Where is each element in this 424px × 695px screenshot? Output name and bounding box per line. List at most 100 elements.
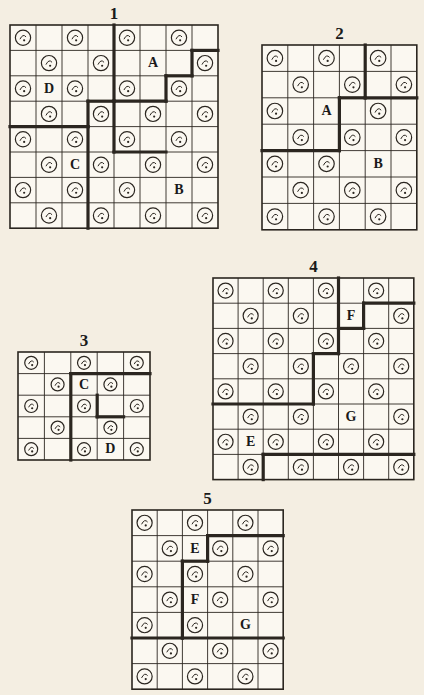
- grid-line: [262, 177, 417, 178]
- cherry-symbol: [93, 55, 108, 70]
- cherry-symbol: [268, 333, 283, 348]
- cherry-symbol: [344, 459, 359, 474]
- grid-line: [391, 45, 392, 230]
- cherry-symbol: [41, 157, 56, 172]
- cherry-symbol: [370, 209, 385, 224]
- cherry-symbol: [345, 77, 360, 92]
- grid-line: [123, 352, 124, 460]
- cell-letter: B: [169, 180, 189, 199]
- cherry-symbol: [51, 378, 64, 391]
- cherry-symbol: [25, 400, 38, 413]
- cherry-symbol: [318, 434, 333, 449]
- grid-border: [132, 510, 283, 689]
- cherry-symbol: [171, 30, 186, 45]
- grid-line: [182, 510, 183, 689]
- cherry-symbol: [268, 283, 283, 298]
- grid-line: [18, 395, 150, 396]
- cherry-symbol: [218, 384, 233, 399]
- grid-line: [18, 438, 150, 439]
- grid-line: [213, 303, 414, 304]
- cherry-symbol: [41, 106, 56, 121]
- cherry-symbol: [238, 669, 253, 684]
- cell-letter: C: [74, 377, 94, 393]
- cut-line: [97, 415, 123, 418]
- cherry-symbol: [394, 459, 409, 474]
- cherry-symbol: [162, 592, 177, 607]
- cut-line: [96, 395, 99, 417]
- cherry-symbol: [119, 182, 134, 197]
- grid-line: [213, 404, 414, 405]
- cherry-symbol: [137, 566, 152, 581]
- cherry-symbol: [197, 106, 212, 121]
- cherry-symbol: [344, 359, 359, 374]
- cherry-symbol: [293, 130, 308, 145]
- cell-letter: F: [342, 306, 361, 325]
- cut-line: [190, 50, 193, 75]
- cherry-symbol: [293, 182, 308, 197]
- cherry-symbol: [67, 30, 82, 45]
- cut-line: [69, 374, 72, 460]
- cut-line: [166, 74, 192, 77]
- cut-line: [114, 100, 166, 103]
- grid-line: [132, 561, 283, 562]
- cut-line: [86, 127, 89, 229]
- cherry-symbol: [119, 30, 134, 45]
- grid-border: [18, 352, 150, 460]
- cherry-symbol: [267, 156, 282, 171]
- cut-line: [181, 561, 184, 638]
- cherry-symbol: [145, 208, 160, 223]
- cherry-symbol: [51, 421, 64, 434]
- cut-line: [312, 354, 315, 404]
- puzzle-grid: [132, 510, 283, 689]
- cherry-symbol: [145, 106, 160, 121]
- cherry-symbol: [25, 443, 38, 456]
- cell-letter: D: [39, 79, 59, 98]
- cut-line: [112, 25, 115, 101]
- cut-line: [182, 560, 207, 563]
- cherry-symbol: [187, 566, 202, 581]
- cherry-symbol: [267, 209, 282, 224]
- grid-line: [18, 373, 150, 374]
- cell-letter: A: [143, 53, 163, 72]
- cherry-symbol: [15, 132, 30, 147]
- cherry-symbol: [396, 77, 411, 92]
- grid-line: [114, 25, 115, 228]
- grid-ground: [262, 45, 417, 230]
- cut-line: [365, 96, 417, 99]
- cut-line: [364, 302, 414, 305]
- cherry-symbol: [15, 30, 30, 45]
- cherry-symbol: [243, 359, 258, 374]
- cherry-symbol: [267, 50, 282, 65]
- grid-line: [262, 203, 417, 204]
- cherry-symbol: [238, 515, 253, 530]
- cherry-symbol: [137, 669, 152, 684]
- puzzle-grid: [262, 45, 417, 230]
- grid-line: [18, 416, 150, 417]
- grid-line: [97, 352, 98, 460]
- grid-border: [213, 278, 414, 480]
- cherry-symbol: [67, 182, 82, 197]
- grid-ground: [213, 278, 414, 480]
- figure-number: 4: [309, 258, 318, 275]
- grid-line: [10, 202, 218, 203]
- cherry-symbol: [78, 356, 91, 369]
- cherry-symbol: [93, 106, 108, 121]
- cut-line: [262, 454, 265, 479]
- cherry-symbol: [137, 618, 152, 633]
- cherry-symbol: [25, 356, 38, 369]
- grid-border: [262, 45, 417, 230]
- cherry-symbol: [78, 443, 91, 456]
- cherry-symbol: [162, 643, 177, 658]
- grid-line: [365, 45, 366, 230]
- cherry-symbol: [319, 50, 334, 65]
- cut-line: [164, 76, 167, 101]
- cut-line: [337, 278, 340, 354]
- cut-line: [88, 100, 114, 103]
- figure-number: 5: [203, 490, 212, 507]
- cherry-symbol: [293, 77, 308, 92]
- cell-letter: D: [100, 441, 120, 457]
- cherry-symbol: [293, 308, 308, 323]
- grid-ground: [18, 352, 150, 460]
